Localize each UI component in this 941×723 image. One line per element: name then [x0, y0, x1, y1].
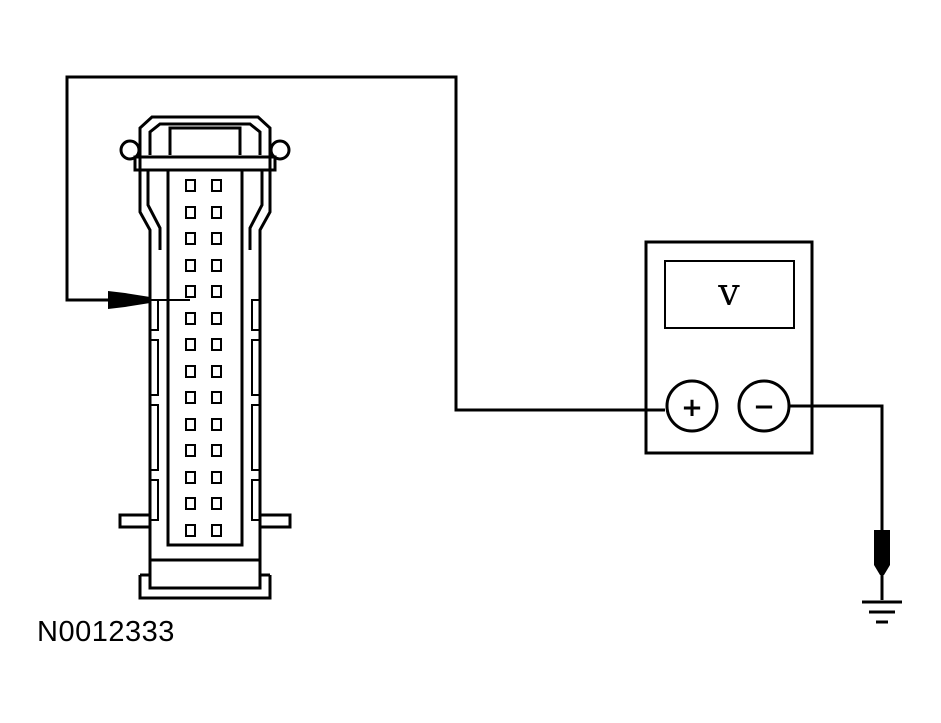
connector-band [133, 155, 277, 172]
connector-bottom [138, 558, 272, 600]
connector [118, 115, 292, 600]
multimeter-display-text: v [717, 270, 740, 314]
multimeter: v + − [644, 240, 814, 455]
connector-pin [211, 285, 222, 298]
connector-core [166, 170, 244, 547]
connector-pin-grid [185, 179, 222, 537]
multimeter-case [644, 240, 814, 455]
connector-pin [185, 524, 196, 537]
connector-ear-right [269, 139, 291, 161]
connector-pin [211, 338, 222, 351]
connector-ear-left [119, 139, 141, 161]
connector-pin [211, 365, 222, 378]
connector-pin [185, 471, 196, 484]
connector-pin-probed [185, 285, 196, 298]
positive-terminal-label: + [681, 393, 703, 423]
connector-rail-right [251, 299, 260, 521]
ground-lead [789, 404, 902, 624]
connector-pin [185, 179, 196, 192]
connector-pin [185, 497, 196, 510]
connector-pin [211, 259, 222, 272]
connector-pin [211, 179, 222, 192]
connector-pin [185, 338, 196, 351]
ground-lead-wire [789, 404, 884, 530]
figure-id: N0012333 [37, 616, 175, 648]
connector-pin [185, 232, 196, 245]
connector-rail-left [150, 299, 159, 521]
positive-terminal[interactable] [665, 379, 719, 433]
probe-lead-wire [65, 75, 665, 412]
connector-body-outer [138, 170, 272, 590]
connector-pin [185, 365, 196, 378]
connector-top-cap [138, 115, 272, 182]
connector-tab-left [118, 513, 150, 529]
probe-tip [108, 291, 150, 309]
connector-pin [211, 471, 222, 484]
connector-pin [185, 259, 196, 272]
connector-pin [211, 524, 222, 537]
connector-pin [185, 444, 196, 457]
connector-latch-top [168, 126, 242, 155]
connector-pin [211, 232, 222, 245]
negative-terminal-label: − [753, 392, 775, 422]
connector-pin [211, 497, 222, 510]
ground-symbol-icon [862, 600, 902, 624]
connector-pin [185, 206, 196, 219]
connector-pin [211, 418, 222, 431]
connector-pin [211, 444, 222, 457]
connector-pin [211, 206, 222, 219]
connector-pin [211, 312, 222, 325]
connector-pin [185, 312, 196, 325]
connector-pin [185, 391, 196, 404]
connector-shoulder-right [248, 170, 264, 250]
multimeter-display [664, 260, 795, 329]
connector-top-cap-inner [148, 122, 262, 155]
connector-pin [185, 418, 196, 431]
ground-probe-tip [874, 530, 890, 575]
connector-shoulder-left [146, 170, 162, 250]
probe-lead [65, 75, 665, 412]
connector-tab-right [260, 513, 292, 529]
connector-pin [211, 391, 222, 404]
